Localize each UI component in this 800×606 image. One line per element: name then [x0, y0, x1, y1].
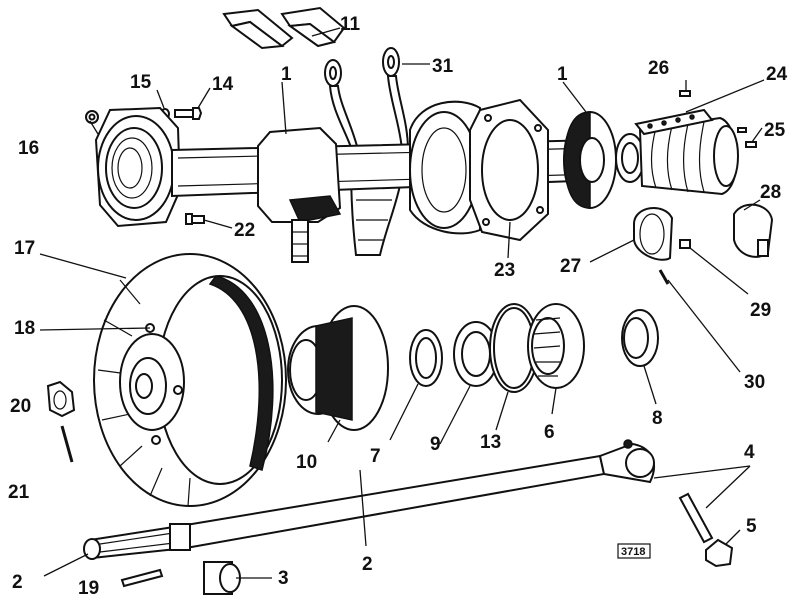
- part-number-labels: 1 1 2 2 3 4 5 6 7 8 9 10 11 13 14 15 16 …: [8, 14, 788, 599]
- label-part-3: 3: [278, 568, 289, 589]
- rubber-bellows-part: [615, 90, 757, 196]
- label-part-5: 5: [746, 516, 757, 537]
- label-part-26: 26: [648, 58, 669, 79]
- clamp-bands-part: [633, 203, 774, 285]
- label-part-15: 15: [130, 72, 152, 93]
- label-part-19: 19: [78, 578, 99, 599]
- dust-cone-part: [563, 111, 617, 209]
- castle-nut-and-pin: [46, 380, 76, 463]
- label-part-31: 31: [432, 56, 454, 77]
- axle-shaft-part: [83, 439, 655, 560]
- hub-flange-part: [287, 305, 389, 431]
- washer-part: [409, 329, 443, 387]
- label-part-1-housing: 1: [281, 64, 292, 85]
- label-part-28: 28: [760, 182, 781, 203]
- label-part-8: 8: [652, 408, 663, 429]
- label-part-4: 4: [744, 442, 755, 463]
- spacer-ring-part: [621, 309, 659, 367]
- label-part-24: 24: [766, 64, 788, 85]
- rubber-blocks-part: [222, 6, 346, 50]
- label-part-22: 22: [234, 220, 255, 241]
- label-part-7: 7: [370, 446, 381, 467]
- label-part-20: 20: [10, 396, 31, 417]
- bearing-ring-part: [453, 321, 499, 387]
- pin-and-nut-part: [678, 492, 734, 568]
- label-part-25: 25: [764, 120, 786, 141]
- label-part-1-cone: 1: [557, 64, 568, 85]
- ball-bearing-part: [527, 303, 585, 389]
- label-part-21: 21: [8, 482, 30, 503]
- label-part-2-end: 2: [12, 572, 23, 593]
- label-part-30: 30: [744, 372, 765, 393]
- label-part-11: 11: [340, 14, 361, 35]
- label-part-14: 14: [212, 74, 234, 95]
- reference-stamp: 3718: [617, 543, 651, 559]
- sleeve-and-key-part: [120, 561, 241, 595]
- label-part-13: 13: [480, 432, 501, 453]
- reference-stamp-text: 3718: [621, 546, 645, 558]
- bolt-part: [185, 213, 205, 225]
- label-part-2-shaft: 2: [362, 554, 373, 575]
- seal-ring-part: [489, 303, 539, 393]
- label-part-18: 18: [14, 318, 35, 339]
- label-part-10: 10: [296, 452, 317, 473]
- label-part-27: 27: [560, 256, 581, 277]
- gasket-part: [469, 98, 549, 242]
- label-part-17: 17: [14, 238, 35, 259]
- label-part-16: 16: [18, 138, 39, 159]
- label-part-6: 6: [544, 422, 555, 443]
- label-part-23: 23: [494, 260, 515, 281]
- label-part-29: 29: [750, 300, 771, 321]
- leader-lines: [39, 27, 765, 579]
- label-part-9: 9: [430, 434, 441, 455]
- brake-drum-part: [93, 253, 287, 507]
